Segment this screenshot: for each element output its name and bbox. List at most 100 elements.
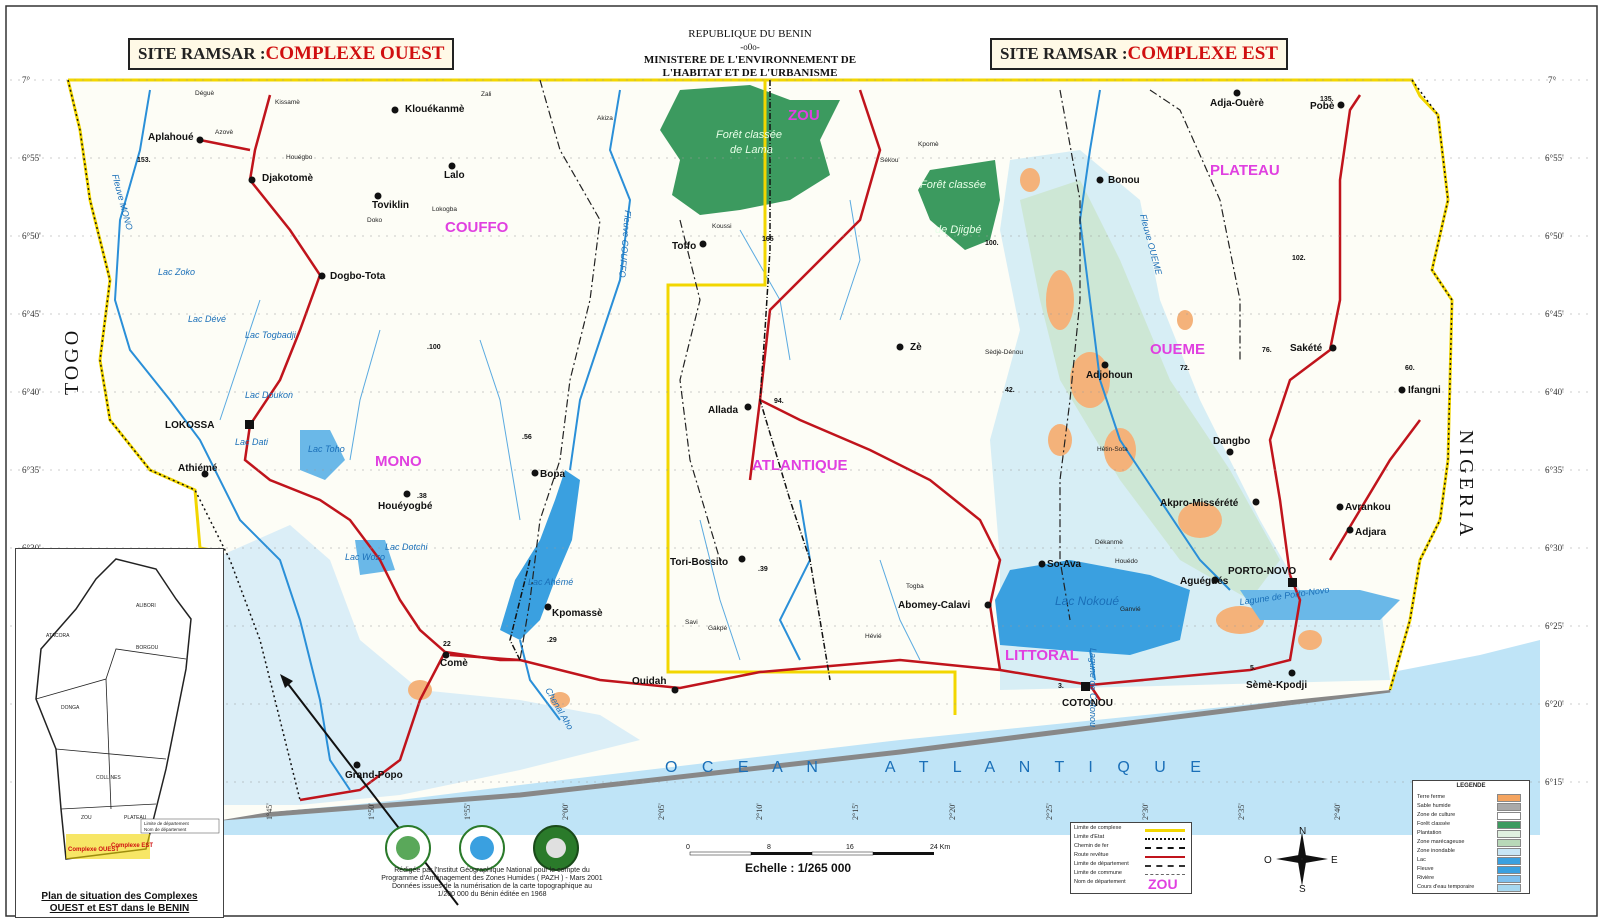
country-nigeria: NIGERIA <box>1455 430 1477 540</box>
town-label: COTONOU <box>1062 698 1113 709</box>
town-label: Avrankou <box>1345 502 1391 513</box>
legend-row: Zone marécageuse <box>1417 838 1525 847</box>
town-label: Toffo <box>672 241 696 252</box>
locality-label: Gakpé <box>708 625 728 632</box>
ref-number: 22 <box>443 641 451 648</box>
ref-number: 42. <box>1005 387 1015 394</box>
town-label: Ifangni <box>1408 385 1441 396</box>
town-label: Athiémé <box>178 463 218 474</box>
line-legend-row: Limite de complexe <box>1074 825 1188 834</box>
nigeria-border <box>1389 79 1453 691</box>
lat-label-right: 6°55' <box>1545 153 1564 163</box>
legend-row: Cours d'eau temporaire <box>1417 883 1525 892</box>
forest-labels: Forêt classée de Lama Forêt classée de D… <box>716 129 986 236</box>
inset-region-label: ATACORA <box>46 633 70 639</box>
locality-label: Akiza <box>597 115 613 122</box>
arrowhead <box>280 674 293 688</box>
lat-label-left: 6°40' <box>22 387 41 397</box>
inset-complexe-est: Complexe EST <box>111 843 153 849</box>
legend-swatch <box>1497 884 1521 892</box>
lon-label: 2°25' <box>1045 803 1054 820</box>
legend-label: Zone marécageuse <box>1417 839 1465 845</box>
line-legend-row: Route revêtue <box>1074 852 1188 861</box>
inset-region-label: COLLINES <box>96 775 121 781</box>
legend-label: Plantation <box>1417 830 1442 836</box>
compass-rose-icon: N S O E <box>1264 826 1338 892</box>
line-legend-label: Route revêtue <box>1074 852 1109 858</box>
department-boundaries <box>519 79 1241 661</box>
locality-label: Sèdjè-Dénou <box>985 349 1023 356</box>
town-label: Aguégués <box>1180 576 1229 587</box>
lon-label: 1°55' <box>463 803 472 820</box>
scale-tick: 0 <box>686 844 690 851</box>
country-togo: TOGO <box>61 328 83 395</box>
foret-lama <box>660 85 840 215</box>
locality-label: Lokogba <box>432 206 457 213</box>
town-label: Sèmè-Kpodji <box>1246 680 1307 691</box>
paved-roads <box>199 89 1421 802</box>
ref-number: 5. <box>1250 665 1256 672</box>
inset-map: ALIBORI ATACORA BORGOU DONGA COLLINES ZO… <box>35 558 220 860</box>
locality-label: Zali <box>481 91 491 98</box>
locality-label: Houédo <box>1115 558 1138 565</box>
dept-oueme: OUEME <box>1150 341 1205 358</box>
lat-label-left: 6°35' <box>22 465 41 475</box>
credit-text: Rédigée par l'Institut Géographique Nati… <box>372 867 612 899</box>
lagune-porto-novo <box>1240 590 1400 620</box>
inset-region-label: ALIBORI <box>136 603 156 609</box>
inset-caption-line: OUEST et EST dans le BENIN <box>49 903 190 914</box>
department-labels: COUFFO MONO ZOU ATLANTIQUE OUEME PLATEAU… <box>375 107 1280 664</box>
beach-strip <box>221 687 1391 821</box>
river-label: Lagune de Cotonou <box>1088 648 1098 727</box>
ref-number: .56 <box>522 434 532 441</box>
legend-row: Fleuve <box>1417 865 1525 874</box>
locality-label: Doko <box>367 217 383 224</box>
ref-number: 60. <box>1405 365 1415 372</box>
rivers <box>113 89 1231 791</box>
header-line: REPUBLIQUE DU BENIN <box>688 28 812 40</box>
locality-label: Hévié <box>865 633 882 640</box>
line-legend-label: Chemin de fer <box>1074 843 1109 849</box>
scale-tick: 8 <box>767 844 771 851</box>
lake-label: Lac Dati <box>235 437 269 447</box>
scale-tick: 24 Km <box>930 844 950 851</box>
line-legend-row: Chemin de fer <box>1074 843 1188 852</box>
dept-plateau: PLATEAU <box>1210 162 1280 179</box>
locality-label: Kissamè <box>275 99 300 106</box>
lat-label-right: 6°40' <box>1545 387 1564 397</box>
legend-swatch <box>1497 794 1521 802</box>
lat-label-right: 6°25' <box>1545 621 1564 631</box>
inset-key: Limite de département <box>144 821 190 826</box>
line-legend: Limite de complexe Limite d'Etat Chemin … <box>1070 822 1192 894</box>
locality-label: Houégbo <box>286 154 313 161</box>
inset-region-label: DONGA <box>61 705 80 711</box>
lat-label-right: 6°20' <box>1545 699 1564 709</box>
header-line: MINISTERE DE L'ENVIRONNEMENT DE <box>643 54 857 66</box>
line-legend-row: Limite de commune <box>1074 870 1188 879</box>
lon-label: 2°15' <box>851 803 860 820</box>
credit-line: Données issues de la numérisation de la … <box>391 883 593 890</box>
legend-row: Rivière <box>1417 874 1525 883</box>
line-legend-swatch <box>1145 847 1185 849</box>
lake-label: Lac Wozo <box>345 552 385 562</box>
town-label: Sakété <box>1290 343 1323 354</box>
lat-label-left: 6°45' <box>22 309 41 319</box>
town-label: Toviklin <box>372 200 409 211</box>
locality-label: Ganvié <box>1120 606 1141 613</box>
ref-number: 72. <box>1180 365 1190 372</box>
town-label: Allada <box>708 405 738 416</box>
lat-label-left: 6°50' <box>22 231 41 241</box>
lake-label: Lac Ahémé <box>528 577 573 587</box>
town-label: Djakotomè <box>262 173 314 184</box>
locality-label: Dékanmè <box>1095 539 1123 546</box>
forest-djigbe-line2: de Djigbé <box>935 224 981 236</box>
inset-complexe-ouest: Complexe OUEST <box>68 847 119 853</box>
legend-swatch <box>1497 839 1521 847</box>
locality-label: Togba <box>906 583 924 590</box>
legend-label: Lac <box>1417 857 1426 863</box>
lon-label: 2°00' <box>561 803 570 820</box>
town-label: Dogbo-Tota <box>330 271 386 282</box>
ref-number: .29 <box>547 637 557 644</box>
town-labels: Aplahoué Djakotomè Klouékanmè Lalo Tovik… <box>148 89 1441 781</box>
